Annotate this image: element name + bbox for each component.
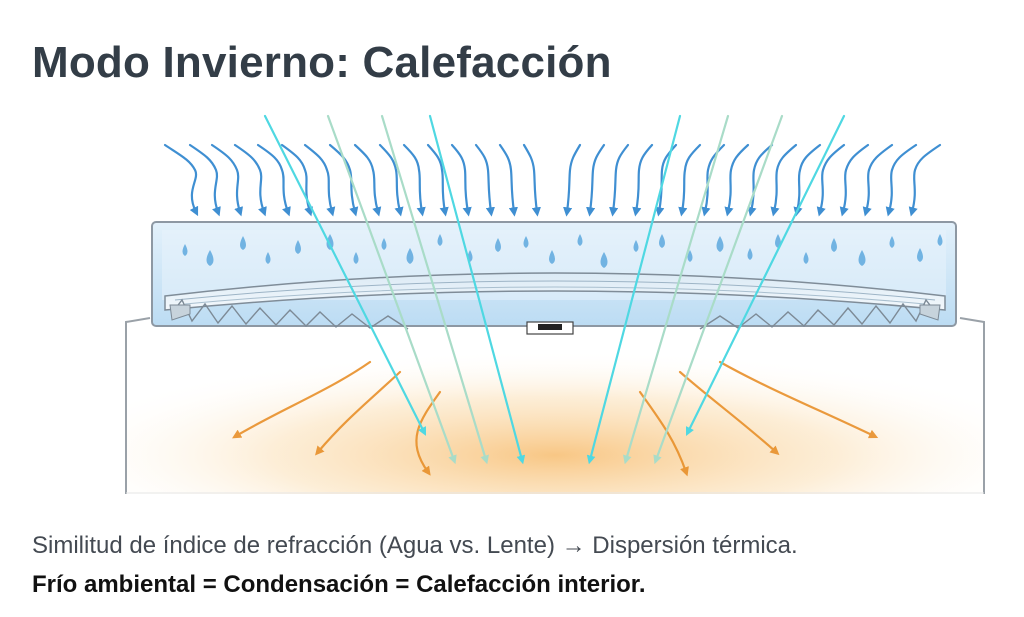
water-drop-icon bbox=[858, 250, 866, 266]
wavy-down-arrow-icon bbox=[426, 143, 449, 217]
wavy-down-arrow-icon bbox=[586, 143, 606, 217]
straight-arrow-icon bbox=[263, 114, 426, 436]
wavy-down-arrow-icon bbox=[678, 143, 702, 217]
water-drop-icon bbox=[577, 234, 583, 246]
wavy-down-arrow-icon bbox=[280, 143, 314, 217]
heat-arrows bbox=[232, 360, 879, 477]
water-drop-icon bbox=[831, 238, 837, 252]
wavy-down-arrow-icon bbox=[163, 143, 199, 217]
light-rays bbox=[263, 114, 846, 465]
wavy-down-arrow-icon bbox=[303, 143, 336, 217]
wavy-down-arrow-icon bbox=[655, 143, 678, 217]
water-drop-icon bbox=[687, 250, 693, 262]
water-drop-icon bbox=[182, 244, 188, 256]
water-drop-icon bbox=[917, 248, 923, 262]
cold-air-arrows bbox=[163, 143, 942, 217]
wavy-down-arrow-icon bbox=[885, 143, 918, 217]
wavy-down-arrow-icon bbox=[522, 143, 541, 217]
curved-arrow-icon bbox=[315, 370, 402, 456]
straight-arrow-icon bbox=[380, 114, 489, 465]
caption-refraction: Similitud de índice de refracción (Agua … bbox=[32, 532, 798, 559]
curved-arrow-icon bbox=[718, 360, 879, 439]
water-drop-icon bbox=[889, 236, 895, 248]
straight-arrow-icon bbox=[686, 114, 846, 436]
caption-summary: Frío ambiental = Condensación = Calefacc… bbox=[32, 571, 646, 598]
wavy-down-arrow-icon bbox=[793, 143, 822, 217]
water-drop-icon bbox=[803, 252, 809, 264]
water-drop-icon bbox=[265, 252, 271, 264]
water-drop-icon bbox=[295, 240, 301, 254]
page-title: Modo Invierno: Calefacción bbox=[32, 38, 612, 87]
straight-arrow-icon bbox=[326, 114, 457, 465]
wavy-down-arrow-icon bbox=[498, 143, 518, 217]
water-drop-icon bbox=[406, 248, 414, 264]
wavy-down-arrow-icon bbox=[724, 143, 750, 217]
straight-arrow-icon bbox=[623, 114, 730, 465]
wavy-down-arrow-icon bbox=[210, 143, 244, 217]
water-drop-icon bbox=[716, 236, 724, 252]
straight-arrow-icon bbox=[428, 114, 526, 465]
wavy-down-arrow-icon bbox=[450, 143, 472, 217]
lens bbox=[164, 272, 946, 330]
wavy-down-arrow-icon bbox=[816, 143, 846, 217]
wavy-down-arrow-icon bbox=[378, 143, 404, 217]
wavy-down-arrow-icon bbox=[353, 143, 382, 217]
condensation-droplets bbox=[182, 234, 943, 268]
wavy-down-arrow-icon bbox=[609, 143, 630, 217]
water-drop-icon bbox=[937, 234, 943, 246]
lens-condensation-diagram bbox=[125, 114, 985, 494]
wavy-down-arrow-icon bbox=[188, 143, 221, 217]
water-drop-icon bbox=[326, 234, 334, 250]
curved-arrow-icon bbox=[415, 390, 442, 476]
curved-arrow-icon bbox=[678, 370, 780, 456]
water-drop-icon bbox=[523, 236, 529, 248]
wavy-down-arrow-icon bbox=[474, 143, 495, 217]
wavy-down-arrow-icon bbox=[770, 143, 798, 217]
wavy-down-arrow-icon bbox=[632, 143, 654, 217]
curved-arrow-icon bbox=[232, 360, 372, 439]
wavy-down-arrow-icon bbox=[328, 143, 359, 217]
wavy-down-arrow-icon bbox=[256, 143, 291, 217]
straight-arrow-icon bbox=[586, 114, 682, 465]
wavy-down-arrow-icon bbox=[701, 143, 726, 217]
water-drop-icon bbox=[437, 234, 443, 246]
water-drop-icon bbox=[495, 238, 501, 252]
water-drop-icon bbox=[747, 248, 753, 260]
chip-icon bbox=[526, 321, 574, 335]
camera-housing bbox=[125, 317, 985, 494]
wavy-down-arrow-icon bbox=[908, 143, 942, 217]
water-drop-icon bbox=[240, 236, 246, 250]
water-drop-icon bbox=[633, 240, 639, 252]
water-drop-icon bbox=[381, 238, 387, 250]
straight-arrow-icon bbox=[653, 114, 784, 465]
wavy-down-arrow-icon bbox=[233, 143, 267, 217]
water-drop-icon bbox=[353, 252, 359, 264]
wavy-down-arrow-icon bbox=[839, 143, 870, 217]
wavy-down-arrow-icon bbox=[862, 143, 894, 217]
water-drop-icon bbox=[600, 252, 608, 268]
wavy-down-arrow-icon bbox=[402, 143, 426, 217]
wavy-down-arrow-icon bbox=[563, 143, 582, 217]
water-drop-icon bbox=[206, 250, 214, 266]
water-drop-icon bbox=[549, 250, 555, 264]
water-drop-icon bbox=[659, 234, 665, 248]
